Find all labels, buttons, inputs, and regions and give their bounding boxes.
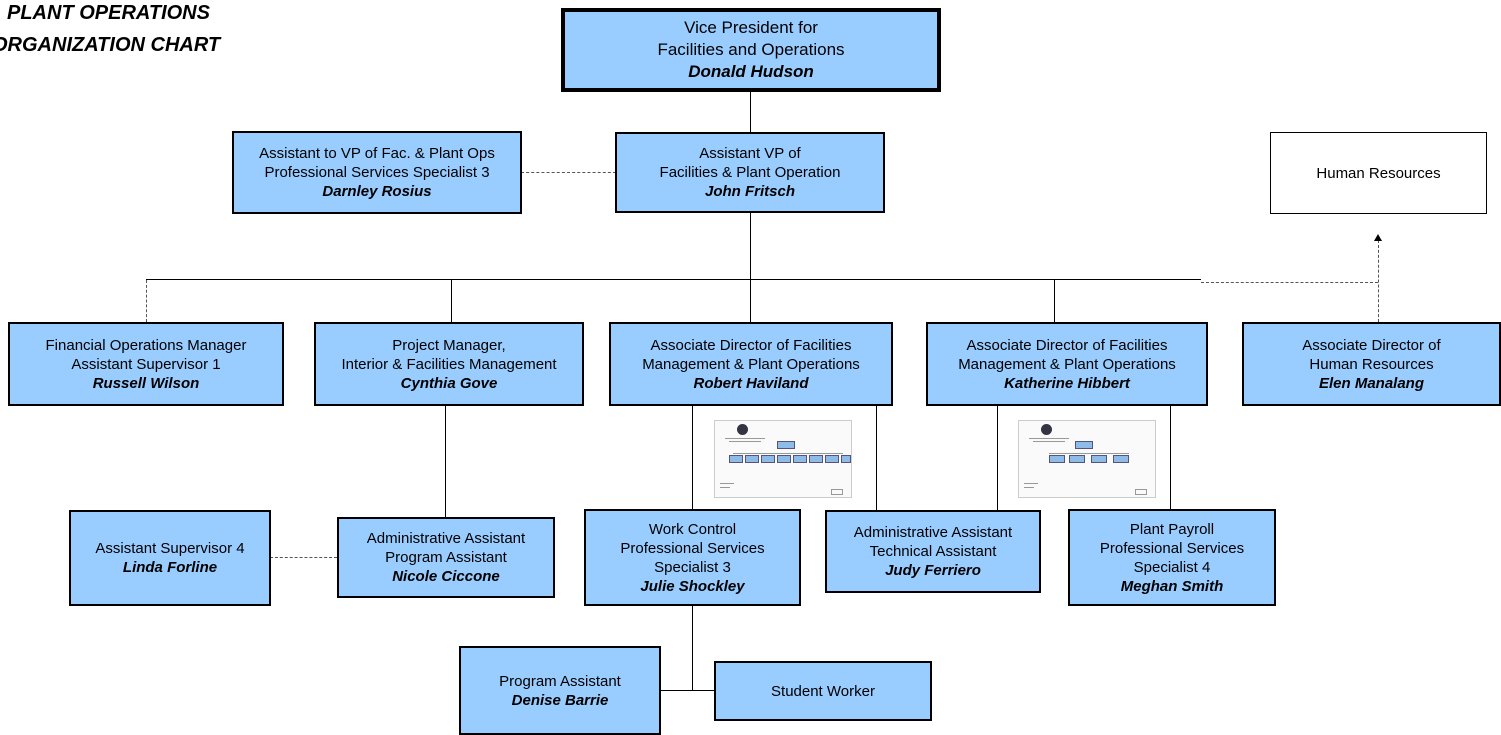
org-chart-thumbnail-icon (1018, 420, 1156, 498)
assistant-vp-box: Assistant VP of Facilities & Plant Opera… (615, 132, 885, 213)
org-chart-thumbnail-icon (714, 420, 852, 498)
chart-title-line2: ORGANIZATION CHART (0, 34, 221, 56)
associate-director-2-name: Katherine Hibbert (1004, 374, 1130, 392)
administrative-assistant-2-box: Administrative Assistant Technical Assis… (825, 510, 1041, 593)
arrow-up-icon (1374, 234, 1382, 241)
plant-payroll-box: Plant Payroll Professional Services Spec… (1068, 509, 1276, 606)
vp-name: Donald Hudson (688, 62, 814, 81)
work-control-box: Work Control Professional Services Speci… (584, 509, 801, 606)
project-manager-title-line1: Project Manager, (392, 336, 506, 354)
connector-assistant-to-vp-dashed (521, 172, 616, 173)
connector-ad2-left (997, 406, 998, 510)
administrative-assistant-2-name: Judy Ferriero (885, 562, 981, 579)
assistant-vp-title-line1: Assistant VP of (699, 145, 801, 162)
work-control-name: Julie Shockley (640, 577, 745, 595)
associate-director-1-name: Robert Haviland (693, 374, 809, 392)
connector-vp-to-avp (750, 92, 751, 132)
assistant-vp-title-line2: Facilities & Plant Operation (659, 164, 841, 181)
plant-payroll-title-line2: Professional Services (1099, 539, 1245, 557)
connector-ad1-left (692, 406, 693, 510)
administrative-assistant-2-title-line1: Administrative Assistant (853, 524, 1013, 541)
administrative-assistant-1-name: Nicole Ciccone (392, 568, 500, 585)
assistant-vp-name: John Fritsch (704, 183, 795, 200)
connector-lower-bus (660, 690, 715, 691)
connector-pm-to-admin (445, 406, 446, 518)
associate-director-1-box: Associate Director of Facilities Managem… (609, 322, 893, 406)
assistant-supervisor-4-title: Assistant Supervisor 4 (95, 540, 245, 557)
associate-director-hr-box: Associate Director of Human Resources El… (1242, 322, 1501, 406)
connector-ad1-right (876, 406, 877, 510)
associate-director-hr-name: Elen Manalang (1318, 374, 1425, 392)
assistant-to-vp-title-line1: Assistant to VP of Fac. & Plant Ops (259, 145, 495, 162)
work-control-title-line2: Professional Services (620, 539, 765, 557)
program-assistant-name: Denise Barrie (511, 691, 609, 709)
financial-operations-box: Financial Operations Manager Assistant S… (8, 322, 284, 406)
plant-payroll-title-line3: Specialist 4 (1133, 558, 1211, 576)
connector-main-bus (146, 279, 1201, 280)
assistant-to-vp-box: Assistant to VP of Fac. & Plant Ops Prof… (232, 131, 522, 214)
plant-payroll-title-line1: Plant Payroll (1129, 520, 1215, 538)
student-worker-box: Student Worker (714, 661, 932, 721)
program-assistant-box: Program Assistant Denise Barrie (459, 646, 661, 735)
associate-director-2-title-line2: Management & Plant Operations (958, 355, 1176, 373)
connector-supervisor-dashed (270, 557, 337, 558)
vp-box: Vice President for Facilities and Operat… (561, 8, 941, 92)
vp-title-line1: Vice President for (684, 18, 818, 37)
work-control-title-line1: Work Control (648, 520, 737, 538)
financial-operations-name: Russell Wilson (92, 374, 200, 392)
administrative-assistant-1-title-line1: Administrative Assistant (366, 530, 526, 547)
project-manager-title-line2: Interior & Facilities Management (341, 355, 557, 373)
chart-title-line1: PLANT OPERATIONS (7, 2, 210, 24)
connector-work-control-down (692, 605, 693, 690)
administrative-assistant-1-box: Administrative Assistant Program Assista… (337, 517, 555, 598)
associate-director-2-box: Associate Director of Facilities Managem… (926, 322, 1208, 406)
assistant-supervisor-4-name: Linda Forline (122, 559, 218, 576)
administrative-assistant-1-title-line2: Program Assistant (385, 549, 507, 566)
connector-ad2-right (1170, 406, 1171, 510)
connector-hr-vertical-dashed (1378, 240, 1379, 322)
connector-assoc-dir-1 (750, 280, 751, 323)
financial-operations-title-line1: Financial Operations Manager (45, 336, 247, 354)
plant-payroll-name: Meghan Smith (1120, 577, 1224, 595)
human-resources-box: Human Resources (1270, 132, 1487, 214)
connector-project-manager (451, 280, 452, 323)
associate-director-2-title-line1: Associate Director of Facilities (966, 336, 1168, 354)
student-worker-label: Student Worker (771, 682, 875, 700)
human-resources-label: Human Resources (1316, 164, 1441, 182)
project-manager-box: Project Manager, Interior & Facilities M… (314, 322, 584, 406)
assistant-to-vp-name: Darnley Rosius (322, 183, 432, 200)
connector-assoc-dir-2 (1054, 280, 1055, 323)
project-manager-name: Cynthia Gove (400, 374, 498, 392)
associate-director-hr-title-line2: Human Resources (1309, 355, 1434, 373)
vp-title-line2: Facilities and Operations (657, 40, 845, 59)
administrative-assistant-2-title-line2: Technical Assistant (869, 543, 997, 560)
financial-operations-title-line2: Assistant Supervisor 1 (71, 355, 221, 373)
work-control-title-line3: Specialist 3 (654, 558, 731, 576)
connector-avp-to-bus (750, 213, 751, 280)
associate-director-1-title-line1: Associate Director of Facilities (650, 336, 852, 354)
associate-director-1-title-line2: Management & Plant Operations (642, 355, 860, 373)
connector-bus-to-hr-dashed (1201, 282, 1378, 283)
assistant-supervisor-4-box: Assistant Supervisor 4 Linda Forline (69, 510, 271, 606)
associate-director-hr-title-line1: Associate Director of (1302, 336, 1441, 354)
connector-financial-dashed (146, 280, 147, 322)
program-assistant-title: Program Assistant (499, 672, 621, 690)
assistant-to-vp-title-line2: Professional Services Specialist 3 (264, 164, 490, 181)
